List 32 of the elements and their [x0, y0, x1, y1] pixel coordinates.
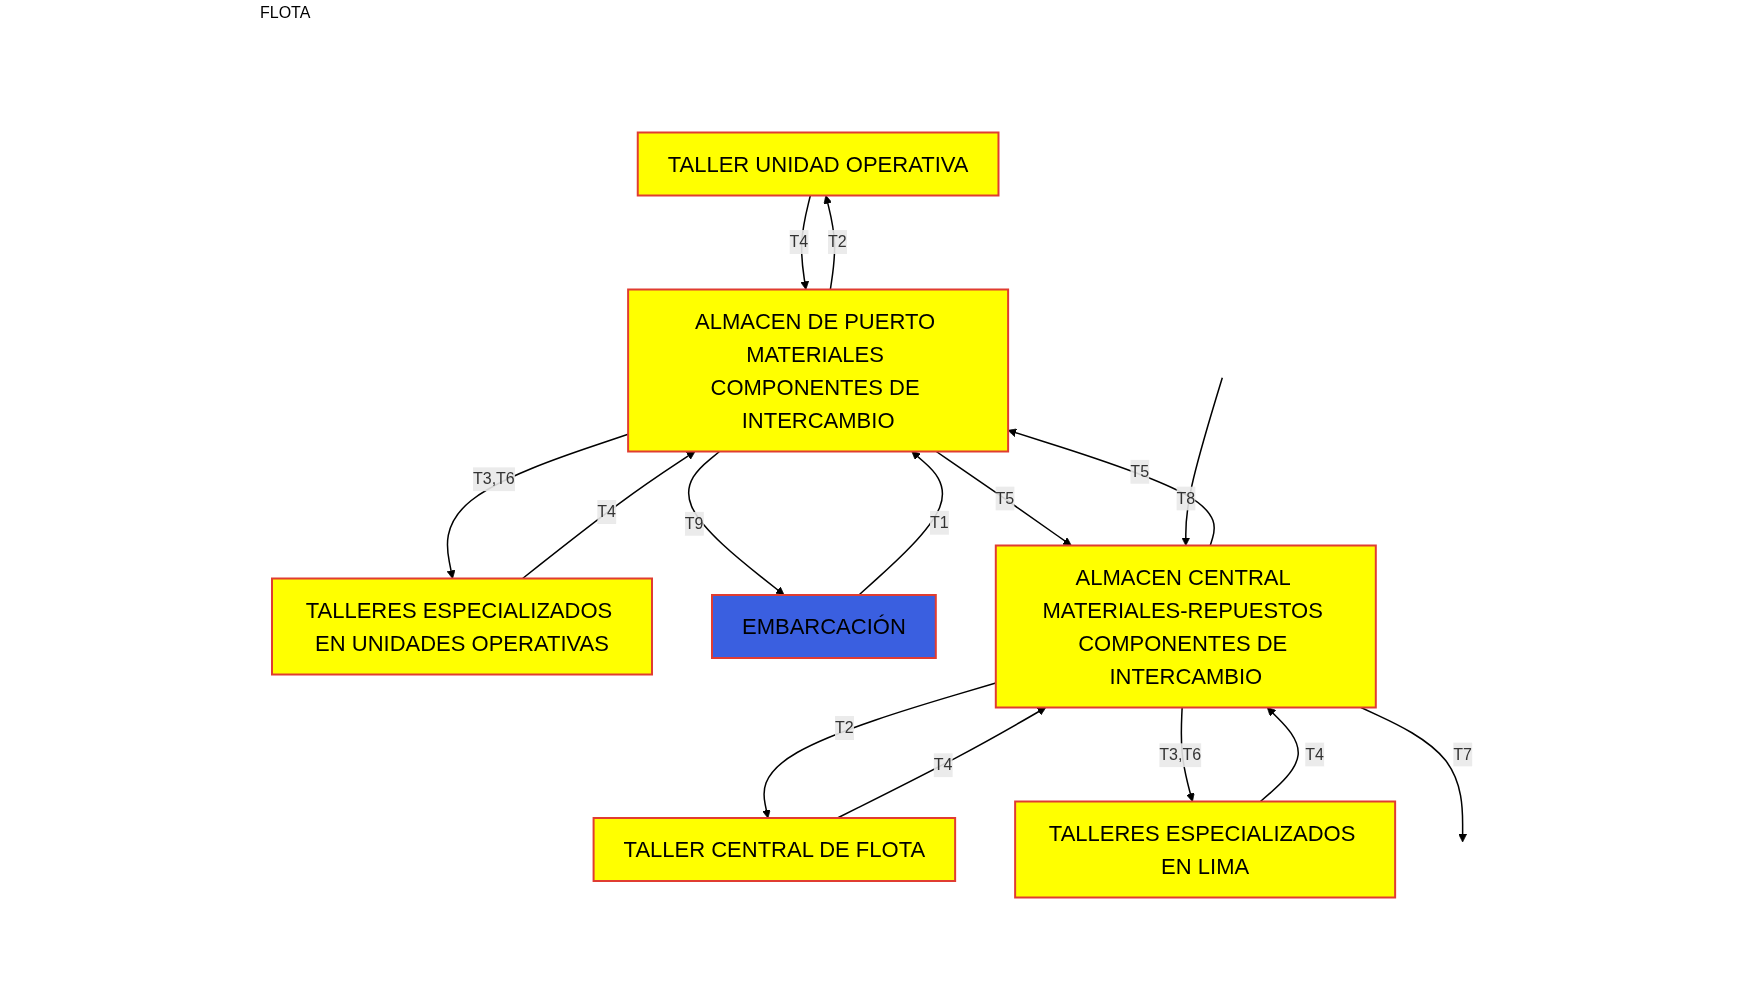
node-box: EMBARCACIÓN [711, 594, 937, 659]
edge-label: T5 [995, 489, 1015, 507]
edge-label: T4 [789, 233, 809, 251]
node-box: TALLER CENTRAL DE FLOTA [592, 817, 957, 882]
edge-label: T1 [929, 513, 949, 531]
node-box: TALLERES ESPECIALIZADOS EN LIMA [1014, 800, 1397, 899]
arrow [935, 450, 1072, 546]
edge-label: T2 [828, 233, 847, 251]
edge-label: T4 [1305, 745, 1324, 763]
note-text: FLOTA [260, 4, 311, 21]
edge-label: T4 [933, 756, 953, 774]
edge-label: T2 [835, 718, 854, 736]
edge-label: T8 [1176, 489, 1196, 507]
edge-label: T3,T6 [1159, 746, 1202, 764]
arrow [1181, 376, 1224, 546]
edge-label: T4 [597, 502, 616, 520]
node-box: TALLERES ESPECIALIZADOS EN UNIDADES OPERATIVAS [271, 577, 653, 676]
arrow [836, 707, 1047, 819]
arrow [446, 433, 629, 579]
edge-label: T9 [684, 514, 704, 532]
edge-label: T5 [1130, 462, 1150, 480]
arrow [1259, 707, 1299, 803]
arrow [823, 195, 836, 291]
arrow [800, 194, 812, 290]
node-box: ALMACEN CENTRAL MATERIALES-REPUESTOS COMPONENTES DE INTERCAMBIO [994, 544, 1377, 709]
node-box: TALLER UNIDAD OPERATIVA [636, 131, 1000, 197]
arrow [858, 451, 944, 596]
node-box: ALMACEN DE PUERTO MATERIALES COMPONENTES DE INTERCAMBIO [627, 288, 1010, 453]
arrow [521, 451, 696, 580]
arrow [688, 450, 785, 596]
edge-label: T7 [1453, 745, 1472, 763]
edge-label: T3,T6 [472, 470, 515, 488]
